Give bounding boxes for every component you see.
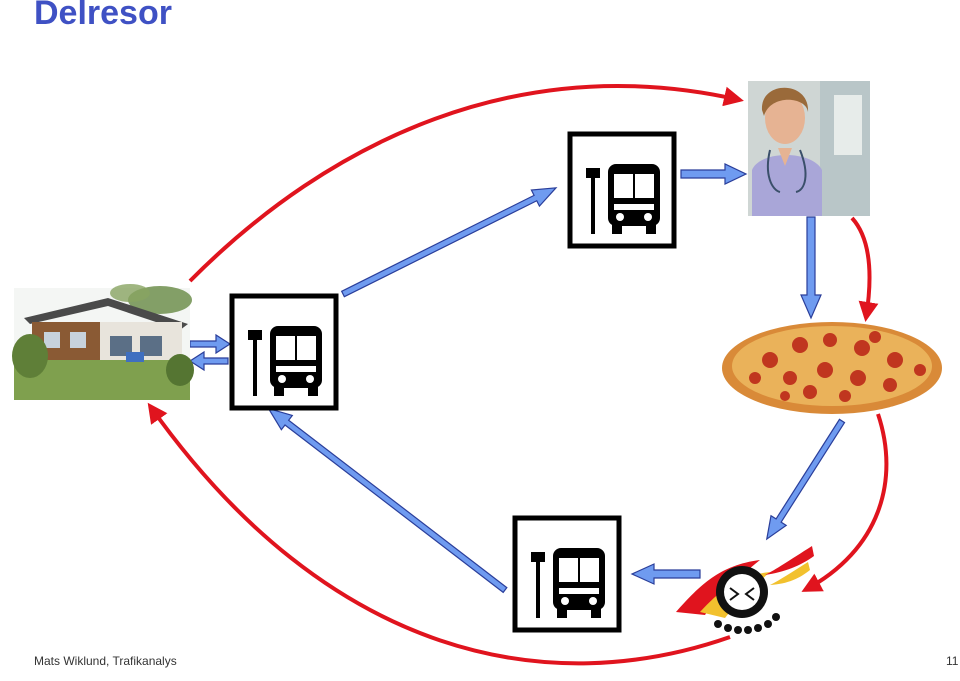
trip-arrow-home-to-work [188, 84, 744, 283]
leg-arrow-bus2-to-work [680, 163, 748, 185]
bus-stop-icon [515, 518, 619, 630]
page-number: 11 [946, 654, 959, 668]
trip-arrow-work-to-pizza [850, 216, 879, 322]
leg-arrow-pizza-to-hockey [765, 418, 846, 541]
footer-author: Mats Wiklund, Trafikanalys [34, 654, 177, 668]
leg-arrow-bus3-to-bus1 [267, 407, 508, 594]
nurse-photo [748, 81, 870, 216]
leg-arrow-bus1-to-bus2 [340, 187, 558, 298]
slide-title: Delresor [34, 0, 172, 32]
trip-arrow-hockey-to-home [147, 402, 731, 666]
leg-arrow-bus1-to-home [188, 350, 229, 372]
bus-stop-icon [570, 134, 674, 246]
house-photo [12, 284, 194, 400]
leg-arrow-work-to-pizza [800, 216, 822, 320]
leg-arrow-home-to-bus1 [189, 333, 232, 355]
trip-arrow-pizza-to-hockey [801, 413, 889, 592]
hockey-logo [676, 546, 814, 634]
pizza-photo [722, 322, 942, 414]
leg-arrow-hockey-to-bus3 [630, 563, 701, 585]
bus-stop-icon [232, 296, 336, 408]
